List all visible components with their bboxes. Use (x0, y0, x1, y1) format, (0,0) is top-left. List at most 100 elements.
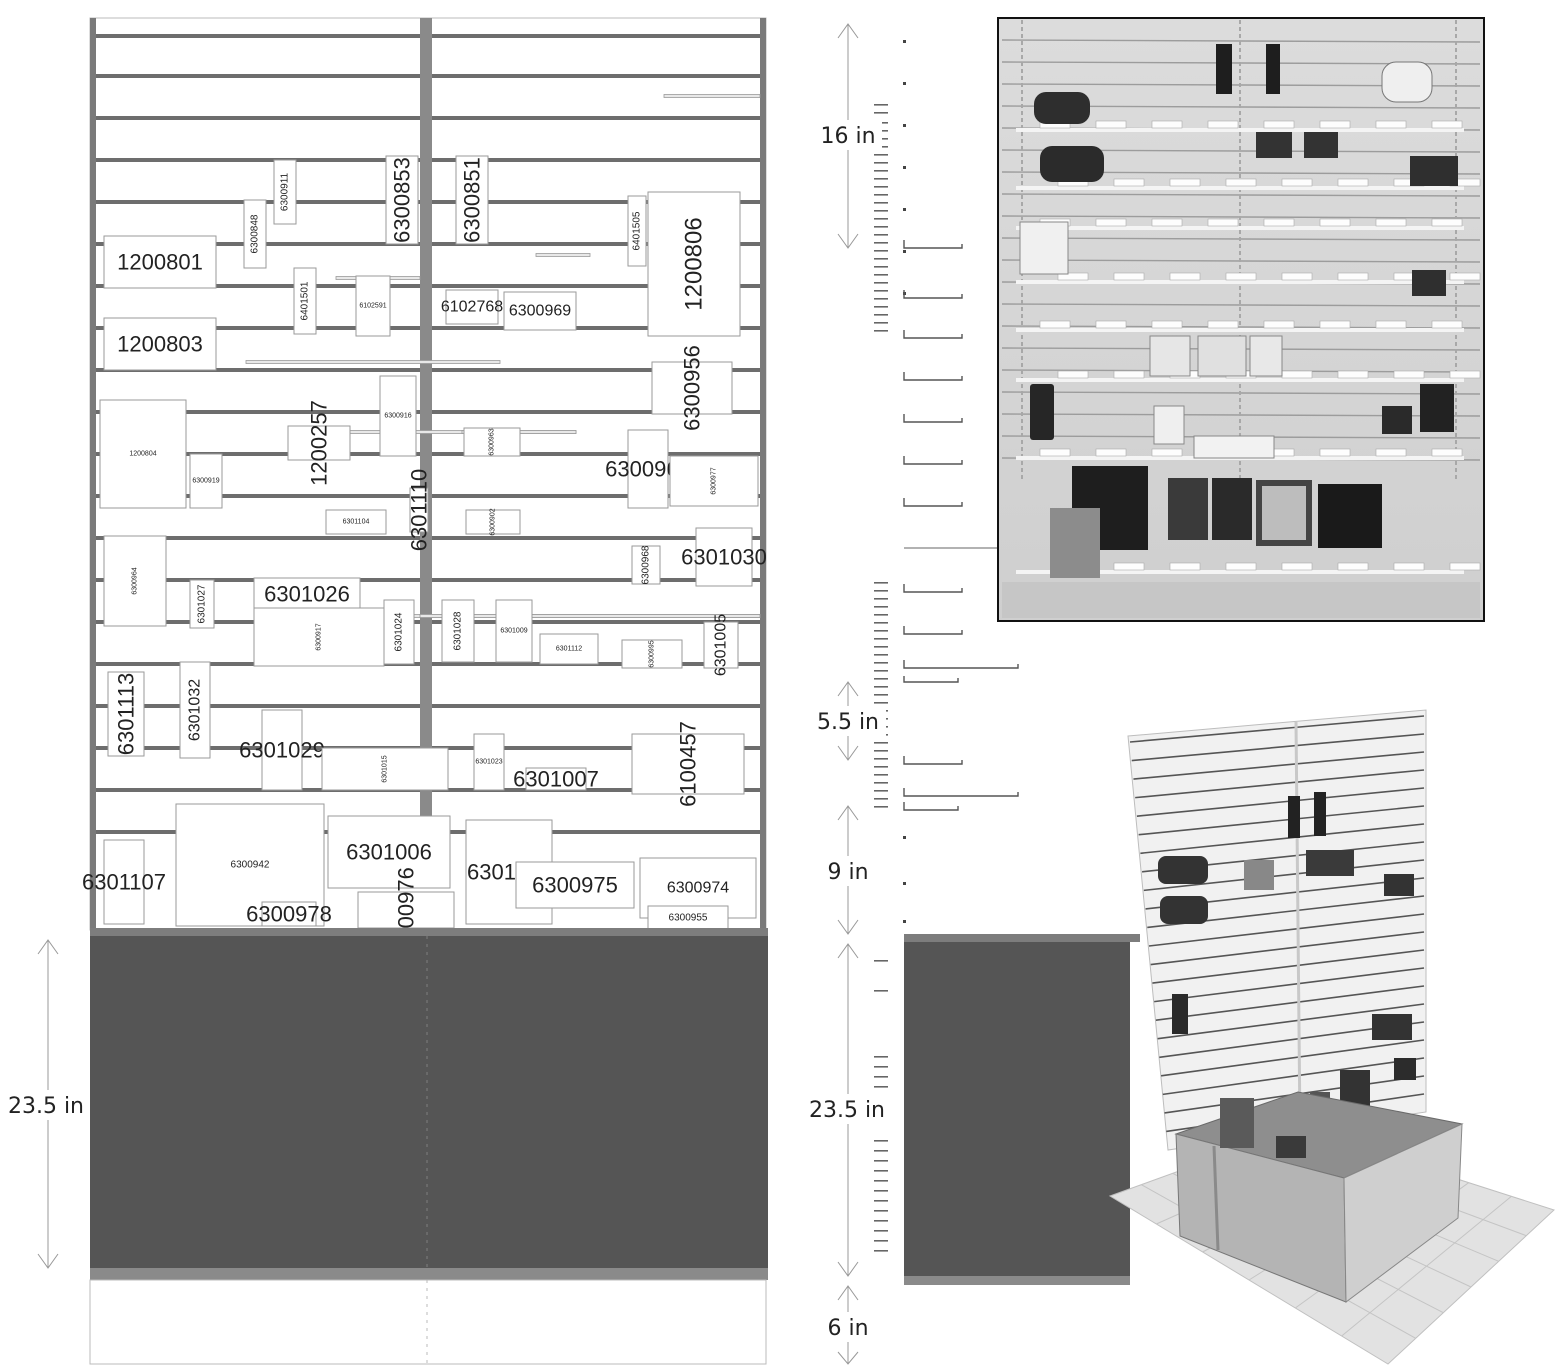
product-sku-text: 6301015 (382, 755, 389, 782)
side-tick (874, 582, 888, 584)
shelf-line (663, 94, 761, 98)
render-product-box-1 (1244, 860, 1274, 890)
product-sku-text: 6300853 (390, 157, 415, 243)
product-sku-text: 6401501 (300, 281, 311, 320)
dim-label-bg (802, 1094, 892, 1124)
render-slat (1154, 967, 1425, 1003)
side-tick (874, 758, 888, 760)
photo-price-tag (1225, 562, 1257, 571)
product-label-box (355, 275, 391, 337)
product-label: 6301113 (107, 671, 145, 757)
side-tick (874, 790, 888, 792)
product-label-box (503, 291, 577, 331)
product-sku-text: 6300963 (489, 428, 496, 455)
photo-price-tag (1225, 178, 1257, 187)
side-tick (874, 1220, 888, 1222)
photo-price-tag (1113, 562, 1145, 571)
product-sku-text: 6301023 (475, 759, 502, 766)
product-label: 6301009 (495, 599, 533, 663)
photo-price-tag (1375, 120, 1407, 129)
product-label-box (539, 633, 599, 665)
photo-price-tag (1039, 320, 1071, 329)
arrow-down (837, 1351, 859, 1365)
side-tick (874, 960, 888, 962)
photo-product-speaker-1 (1216, 44, 1232, 94)
product-label-box (463, 427, 521, 457)
product-label-box (627, 195, 647, 267)
photo-price-tag (1151, 320, 1183, 329)
photo-product-display-2 (1304, 132, 1338, 158)
product-label-box (455, 155, 489, 245)
photo-price-tag (1263, 320, 1295, 329)
product-label: 6300916 (379, 375, 417, 457)
product-label-box (385, 155, 419, 245)
product-sku-text: 6300919 (192, 478, 219, 485)
side-hole (903, 40, 906, 43)
side-tick (874, 1086, 888, 1088)
render-product-phone (1172, 994, 1188, 1034)
product-label-box (379, 375, 417, 457)
product-label-box (179, 661, 211, 759)
render-slat (1157, 1003, 1425, 1040)
render-product-radio-1 (1158, 856, 1208, 884)
photo-price-tag (1225, 272, 1257, 281)
photo-price-tag (1337, 272, 1369, 281)
side-tick (874, 686, 888, 688)
shelf-line (245, 360, 501, 364)
product-label: 1200801 (103, 235, 217, 289)
product-label: 6300919 (189, 453, 223, 509)
product-label-box (99, 399, 187, 509)
product-label-box (445, 289, 499, 325)
side-tick (874, 178, 888, 180)
side-tick (874, 622, 888, 624)
product-label: 6301110 (407, 469, 432, 551)
shelf-line (535, 253, 591, 257)
side-bracket (903, 290, 963, 299)
product-label: 6300975 (515, 861, 635, 909)
arrow-up (837, 681, 859, 697)
product-sku-text: 1200804 (129, 451, 156, 458)
photo-price-tag (1095, 448, 1127, 457)
photo-product-radio-2 (1040, 146, 1104, 182)
photo-price-tag (1263, 218, 1295, 227)
cabinet-height-label: 23.5 in (8, 1094, 84, 1119)
photo-product-frame-4-inner (1262, 486, 1306, 540)
side-tick (874, 774, 888, 776)
side-holes (874, 40, 906, 1252)
arrow-down (37, 1253, 59, 1269)
product-sku-text: 6300977 (711, 467, 718, 494)
photo-product-lamp (1381, 61, 1433, 103)
photo-product-frame-5 (1318, 484, 1382, 548)
arrow-up (837, 23, 859, 39)
photo-price-tag (1281, 272, 1313, 281)
product-label: 1200806 (647, 191, 741, 337)
photo-price-tag (1057, 272, 1089, 281)
photo-shelf (1016, 378, 1464, 382)
product-label-box (103, 317, 217, 371)
product-sku-text: 6300995 (649, 640, 656, 667)
render-slat (1152, 949, 1425, 984)
product-sku-text: 6301030 (681, 545, 767, 570)
side-tick (874, 290, 888, 292)
photo-product-frame-3 (1212, 478, 1252, 540)
photo-product-weather-1 (1149, 335, 1191, 377)
product-label: 6300964 (103, 535, 167, 627)
side-tick (874, 154, 888, 156)
render-counter-side (1343, 1123, 1463, 1303)
product-sku-text: 6300969 (509, 303, 571, 320)
side-tick (874, 1190, 888, 1192)
product-label-box (441, 599, 475, 663)
product-sku-text: 6401505 (632, 211, 643, 250)
product-label: 6300961 (605, 429, 691, 509)
product-label: 6301024 (383, 599, 415, 665)
cabinet-body (90, 936, 768, 1268)
side-tick (874, 766, 888, 768)
photo-price-tag (1113, 272, 1145, 281)
render-slat (1160, 1039, 1425, 1077)
dim-label-5-5in: 5.5 in (817, 710, 879, 735)
product-label-box (261, 901, 317, 927)
render-slat (1148, 913, 1425, 947)
side-cabinet-top (904, 934, 1140, 942)
side-tick (874, 806, 888, 808)
